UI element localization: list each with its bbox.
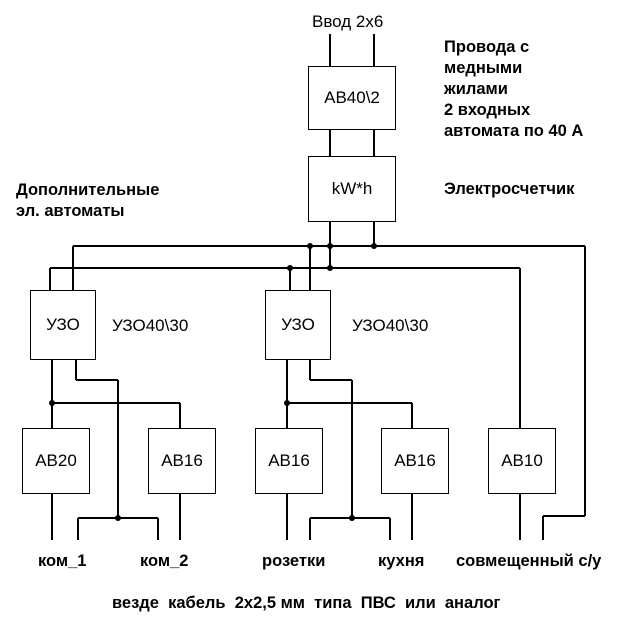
wire-notes: Провода с медными жилами 2 входных автом… [444,37,583,142]
wire-note-line: автомата по 40 А [444,122,584,140]
electricity-meter: kW*h [308,156,396,222]
rcd-left-rating: УЗО40\30 [112,316,189,335]
extra-breakers-note-line: Дополнительные [16,181,160,199]
junction-dot [284,400,290,406]
circuit-label: кухня [378,552,425,570]
meter-label: kW*h [331,179,373,198]
circuit-label: розетки [262,552,326,570]
breaker-ab16-kitchen: АВ16 [381,428,449,494]
rcd-right-label: УЗО [281,315,315,334]
rcd-left: УЗО [30,290,96,360]
footer-note: везде кабель 2х2,5 мм типа ПВС или анало… [112,594,501,612]
breaker-label: АВ10 [501,451,543,470]
rcd-right-rating: УЗО40\30 [352,316,429,335]
circuit-label: совмещенный с/у [456,552,602,570]
junction-dot [371,243,377,249]
junction-dot [287,265,293,271]
junction-dot [327,265,333,271]
main-breaker: АВ40\2 [308,66,396,130]
input-label: Ввод 2х6 [312,12,384,31]
wire-note-line: жилами [444,80,508,98]
wire-note-line: Провода с [444,38,530,56]
junction-dot [349,515,355,521]
circuit-label: ком_2 [140,552,189,570]
circuit-label: ком_1 [38,552,87,570]
rcd-right: УЗО [265,290,331,360]
junction-dot [49,400,55,406]
main-breaker-label: АВ40\2 [324,88,380,107]
junction-dot [327,243,333,249]
breaker-label: АВ16 [161,451,203,470]
breaker-ab20: АВ20 [22,428,90,494]
wire-note-line: медными [444,59,523,77]
breaker-label: АВ16 [268,451,310,470]
extra-breakers-note-line: эл. автоматы [16,202,125,220]
breaker-ab16-sockets: АВ16 [255,428,323,494]
rcd-left-label: УЗО [46,315,80,334]
breaker-label: АВ20 [35,451,77,470]
breaker-label: АВ16 [394,451,436,470]
breaker-ab16-room2: АВ16 [148,428,216,494]
meter-note: Электросчетчик [444,180,575,198]
breaker-ab10: АВ10 [488,428,556,494]
junction-dot [115,515,121,521]
junction-dot [307,243,313,249]
extra-breakers-note: Дополнительные эл. автоматы [16,180,159,222]
wire-note-line: 2 входных [444,101,531,119]
